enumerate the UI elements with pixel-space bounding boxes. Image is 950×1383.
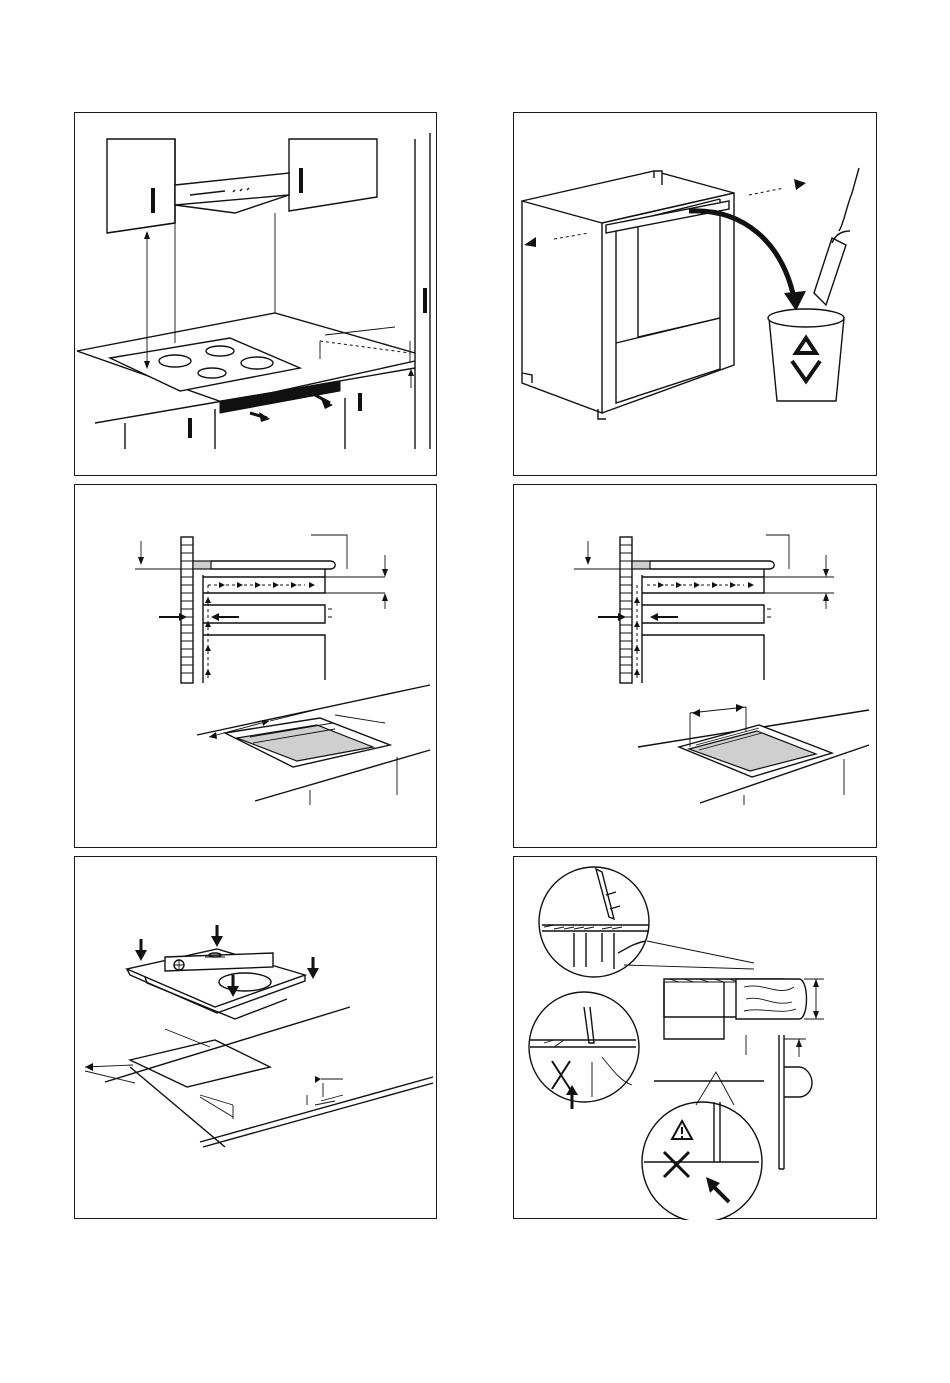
panel-cabinet-remove-rail [513, 112, 877, 476]
cutout-level-illustration [75, 857, 438, 1220]
panel-hood-clearance [74, 112, 437, 476]
hood-clearance-illustration [75, 113, 438, 477]
panel-ventilation-front [74, 484, 437, 848]
panel-sealing-worktop [513, 856, 877, 1219]
panel-ventilation-rear [513, 484, 877, 848]
panel-cutout-level [74, 856, 437, 1219]
ventilation-rear-illustration [514, 485, 878, 849]
sealing-illustration [514, 857, 878, 1220]
cabinet-illustration [514, 113, 878, 477]
ventilation-front-illustration [75, 485, 438, 849]
